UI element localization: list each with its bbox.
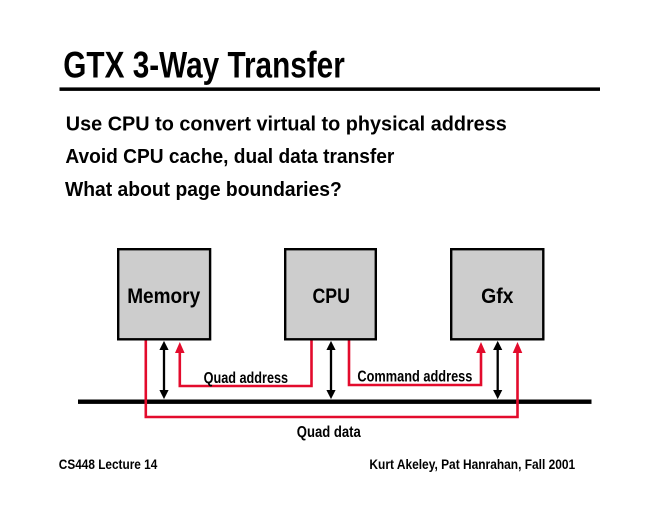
svg-text:Memory: Memory bbox=[127, 284, 200, 308]
svg-text:Use CPU to convert virtual to: Use CPU to convert virtual to physical a… bbox=[66, 114, 507, 136]
svg-text:Gfx: Gfx bbox=[481, 284, 513, 308]
svg-text:Kurt Akeley, Pat Hanrahan, Fal: Kurt Akeley, Pat Hanrahan, Fall 2001 bbox=[369, 457, 575, 472]
svg-text:Quad data: Quad data bbox=[297, 424, 361, 441]
svg-text:Command address: Command address bbox=[357, 368, 472, 385]
svg-text:What about page boundaries?: What about page boundaries? bbox=[65, 179, 342, 201]
svg-text:CPU: CPU bbox=[312, 284, 350, 308]
svg-text:CS448 Lecture 14: CS448 Lecture 14 bbox=[59, 457, 158, 472]
svg-text:Quad address: Quad address bbox=[204, 370, 289, 387]
svg-text:Avoid CPU cache, dual data tra: Avoid CPU cache, dual data transfer bbox=[65, 146, 394, 168]
svg-text:GTX 3-Way Transfer: GTX 3-Way Transfer bbox=[63, 43, 345, 85]
